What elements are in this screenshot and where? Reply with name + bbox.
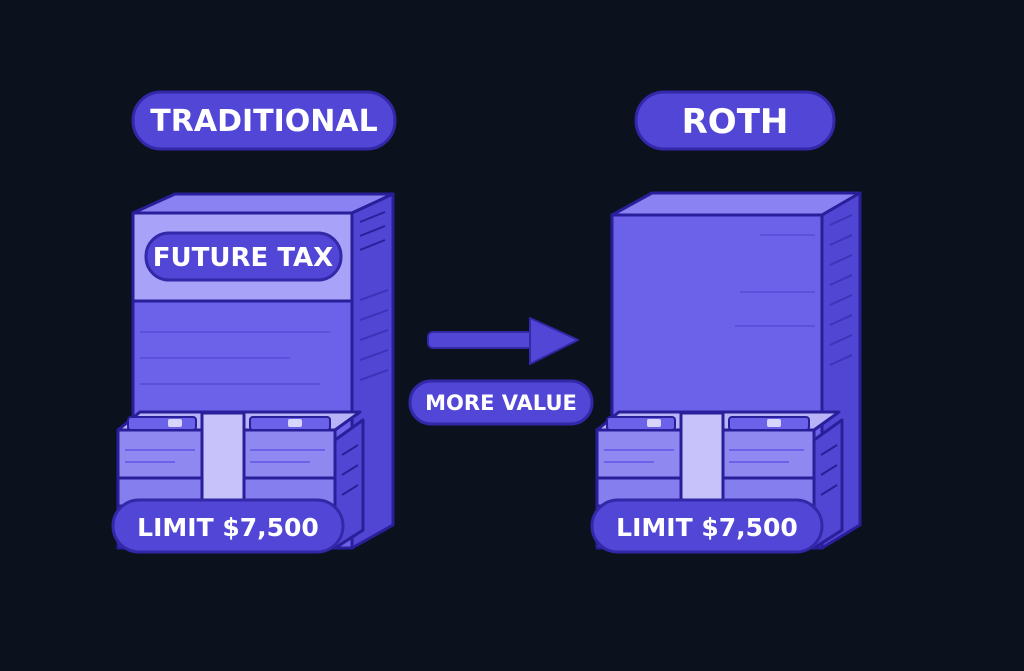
traditional-title: TRADITIONAL <box>150 104 377 139</box>
arrow-right-icon <box>529 317 579 365</box>
roth-group: ROTH <box>590 90 862 554</box>
roth-limit-label: LIMIT $7,500 <box>616 513 798 542</box>
more-value-arrow: MORE VALUE <box>408 317 594 426</box>
traditional-limit-pill: LIMIT $7,500 <box>111 498 345 554</box>
traditional-group: TRADITIONAL <box>111 90 397 554</box>
roth-title-pill: ROTH <box>634 90 836 151</box>
traditional-limit-label: LIMIT $7,500 <box>137 513 319 542</box>
traditional-title-pill: TRADITIONAL <box>131 90 397 151</box>
future-tax-label: FUTURE TAX <box>153 243 333 273</box>
future-tax-pill: FUTURE TAX <box>144 231 343 282</box>
roth-limit-pill: LIMIT $7,500 <box>590 498 824 554</box>
more-value-label: MORE VALUE <box>425 391 577 415</box>
more-value-pill: MORE VALUE <box>408 379 594 426</box>
roth-title: ROTH <box>682 102 789 142</box>
